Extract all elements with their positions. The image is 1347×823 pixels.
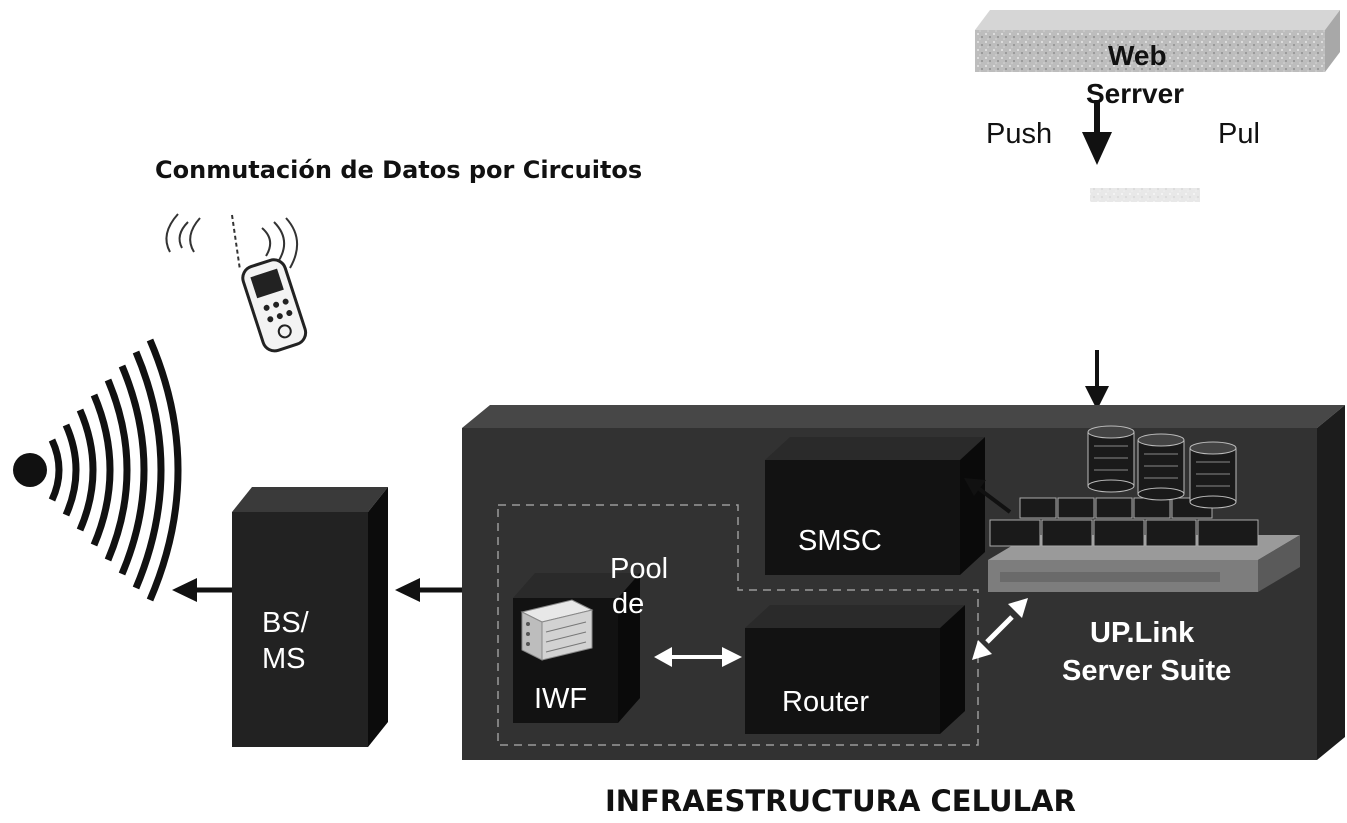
smsc-block <box>765 437 985 575</box>
iwf-label: IWF <box>534 683 588 715</box>
phone-icon <box>165 213 308 353</box>
web-server-label-line1: Web <box>1108 40 1167 71</box>
web-server-shadow <box>1090 188 1200 202</box>
database-icon <box>1137 433 1185 501</box>
web-server-block <box>975 10 1340 72</box>
database-icon <box>1087 425 1135 493</box>
router-uplink-arrow <box>972 598 1028 660</box>
push-arrow <box>1082 100 1112 165</box>
uplink-smsc-arrow <box>964 478 1012 514</box>
uplink-label-line1: UP.Link <box>1090 617 1195 649</box>
panel-to-bsms-arrow <box>395 578 462 602</box>
pool-label-line2: de <box>612 590 645 616</box>
iwf-block <box>513 573 640 723</box>
modem-rack-icon <box>520 599 594 661</box>
uplink-input-arrow <box>1085 350 1109 410</box>
bsms-to-antenna-arrow <box>172 578 232 602</box>
push-label: Push <box>986 118 1053 150</box>
bs-ms-label-line2: MS <box>262 643 306 675</box>
router-block <box>745 605 965 734</box>
uplink-server-suite-icon <box>988 425 1300 592</box>
database-icon <box>1189 441 1237 509</box>
uplink-label-line2: Server Suite <box>1062 655 1232 687</box>
bs-ms-label-line1: BS/ <box>262 607 309 639</box>
pull-label: Pul <box>1218 118 1260 150</box>
web-server-label-line2: Serrver <box>1086 80 1185 104</box>
bs-ms-block <box>232 487 388 747</box>
diagram-title: Conmutación de Datos por Circuitos <box>155 156 643 184</box>
smsc-label: SMSC <box>798 525 882 557</box>
antenna-waves-icon <box>13 338 182 602</box>
pool-label-line1: Pool <box>610 553 669 585</box>
router-label: Router <box>782 686 870 718</box>
iwf-router-arrow <box>654 647 742 667</box>
infrastructure-caption: INFRAESTRUCTURA CELULAR <box>605 784 1076 818</box>
